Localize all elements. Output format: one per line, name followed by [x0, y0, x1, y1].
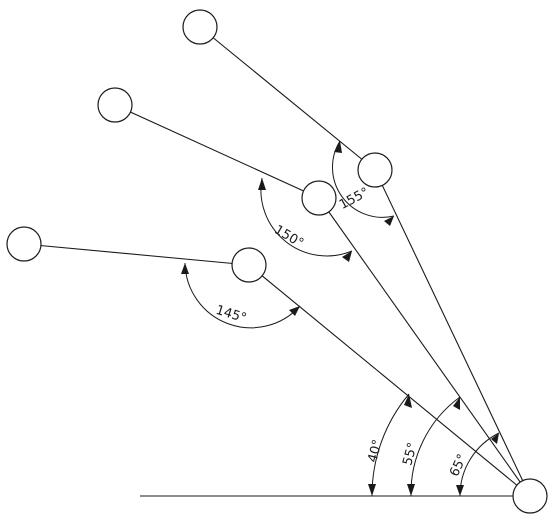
elbow-angle-arrow-3a	[334, 141, 342, 153]
elbow-angle-label-1: 145°	[214, 303, 248, 327]
end-joint-3	[182, 9, 218, 45]
elbow-joint-2	[301, 180, 337, 216]
base-angle-arrow-2b	[453, 397, 460, 410]
elbow-angle-arrow-2a	[258, 178, 266, 190]
base-joint	[512, 478, 548, 514]
link-upper-2	[114, 104, 320, 199]
end-joint-1	[6, 226, 42, 262]
elbow-angle-label-2: 150°	[271, 223, 306, 252]
elbow-angle-arrow-3b	[384, 216, 394, 226]
link-lower-2	[318, 197, 531, 497]
end-joint-2	[97, 87, 133, 123]
base-angle-label-2: 55°	[400, 441, 420, 467]
link-upper-1	[23, 243, 250, 266]
elbow-angle-arrow-1a	[181, 263, 189, 274]
base-angle-arrow-1a	[368, 484, 376, 496]
elbow-angle-arrow-2b	[342, 251, 352, 262]
elbow-joint-3	[357, 152, 393, 188]
link-lower-3	[374, 169, 531, 497]
elbow-angle-arrow-1b	[289, 306, 300, 316]
elbow-angle-arc-3	[332, 140, 395, 218]
base-angle-arc-2	[410, 396, 461, 497]
link-lower-1	[248, 264, 531, 497]
elbow-joint-1	[231, 247, 267, 283]
base-angle-label-3: 65°	[447, 452, 470, 479]
link-upper-3	[199, 26, 376, 171]
elbow-angle-arc-2	[260, 177, 353, 257]
base-angle-arrow-1b	[404, 394, 412, 408]
base-angle-arrow-2a	[407, 484, 415, 496]
elbow-angle-arc-1	[184, 262, 301, 329]
base-angle-label-1: 40°	[365, 438, 385, 464]
base-angle-arrow-3b	[491, 433, 499, 444]
base-angle-arrow-3a	[456, 485, 464, 496]
